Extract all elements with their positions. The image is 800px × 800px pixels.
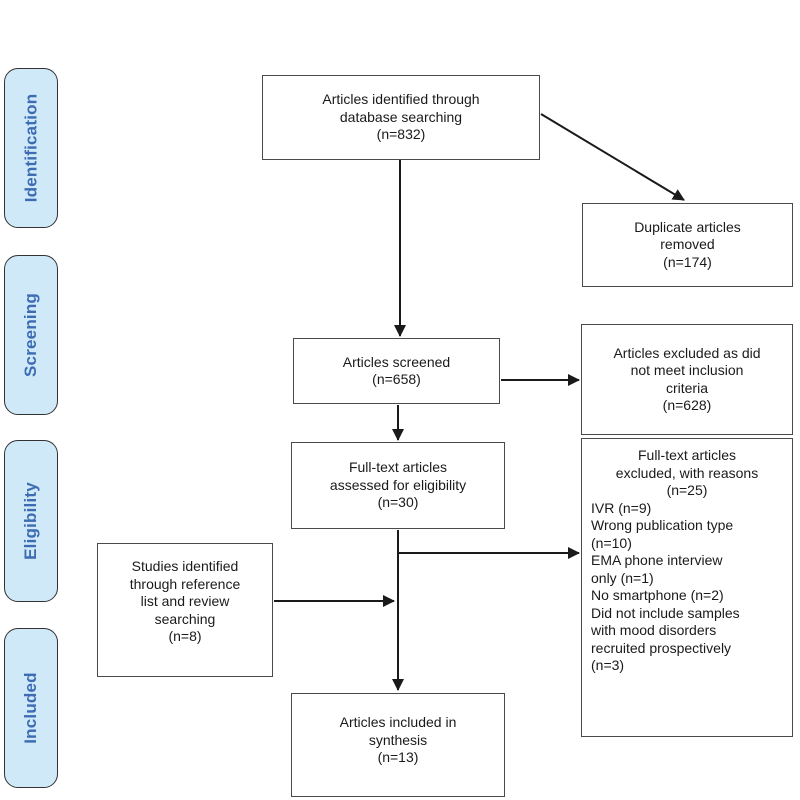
box-reference-studies: Studies identified through reference lis… [97,543,273,677]
stage-screening: Screening [4,255,58,415]
box-articles-screened: Articles screened (n=658) [293,338,500,404]
stage-included-label: Included [21,672,40,744]
stage-identification: Identification [4,68,58,228]
box-fulltext-assessed: Full-text articles assessed for eligibil… [291,442,505,529]
stage-eligibility-label: Eligibility [21,482,41,560]
box-duplicates-removed: Duplicate articles removed (n=174) [582,203,793,287]
box-articles-excluded: Articles excluded as did not meet inclus… [581,324,793,435]
box-articles-included: Articles included in synthesis (n=13) [291,693,505,797]
box-fulltext-excluded-reasons: Full-text articles excluded, with reason… [581,438,793,737]
box-articles-identified: Articles identified through database sea… [262,75,540,160]
fulltext-excluded-reason-list: IVR (n=9) Wrong publication type (n=10) … [591,499,740,674]
stage-identification-label: Identification [21,93,41,203]
stage-eligibility: Eligibility [4,440,58,602]
fulltext-excluded-header: Full-text articles excluded, with reason… [615,447,759,498]
stage-included: Included [4,628,58,788]
stage-screening-label: Screening [21,293,40,377]
arrow-identified-to-duplicates [540,113,685,201]
